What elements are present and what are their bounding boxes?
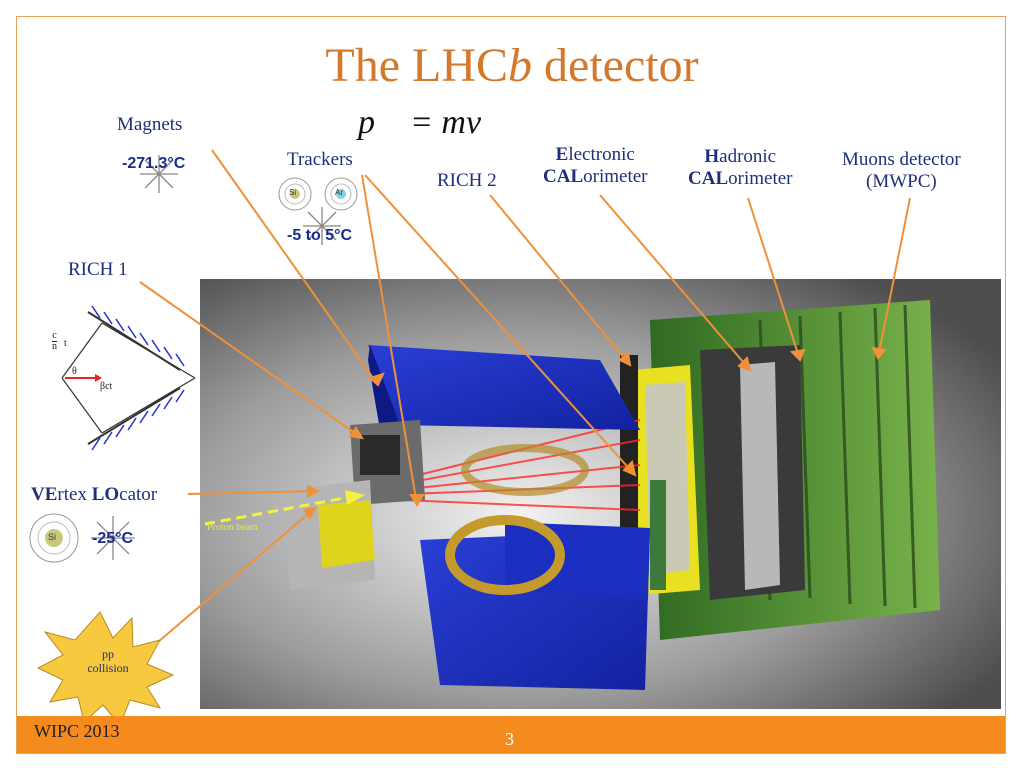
- cherenkov-photons: [91, 305, 185, 451]
- atom-label-si-velo: Si: [48, 532, 57, 542]
- ecal-block: [740, 362, 780, 590]
- proton-beam-line: [204, 495, 351, 526]
- temp-magnets: -271.3°C: [122, 155, 186, 172]
- snowflake-icon-magnets: [140, 155, 178, 193]
- label-magnets: Magnets: [117, 114, 183, 135]
- atom-label-si: Si: [289, 188, 297, 197]
- label-muons: Muons detector (MWPC): [842, 149, 961, 192]
- snowflake-icon-velo: [91, 516, 135, 560]
- cherenkov-beta-ct: βct: [100, 381, 113, 392]
- slide-frame: [16, 16, 1006, 754]
- temp-trackers: -5 to 5°C: [287, 227, 353, 244]
- pointer-arrows: [139, 149, 911, 643]
- atom-label-ar: Ar: [335, 188, 343, 197]
- label-velo: VErtex LOcator: [31, 484, 158, 505]
- snowflake-icon-trackers: [303, 207, 341, 245]
- footer-bar: [17, 716, 1005, 753]
- cherenkov-t: t: [64, 338, 67, 349]
- slide-title: The LHCb detector: [325, 39, 699, 92]
- label-ecal: Electronic CALorimeter: [543, 144, 648, 187]
- label-pp-collision: pp collision: [87, 647, 129, 675]
- label-hcal: Hadronic CALorimeter: [688, 146, 793, 189]
- silicon-atom-icon-trackers: [278, 177, 312, 211]
- footer-conference: WIPC 2013: [34, 721, 120, 741]
- temp-velo: -25°C: [92, 530, 134, 547]
- argon-atom-icon-trackers: [324, 177, 358, 211]
- momentum-formula: p⃗ = mv⃗: [358, 104, 508, 141]
- label-trackers: Trackers: [287, 149, 353, 170]
- slide-number: 3: [505, 729, 514, 749]
- label-rich2: RICH 2: [437, 170, 497, 191]
- label-rich1: RICH 1: [68, 259, 128, 280]
- magnet-coil: [445, 515, 565, 595]
- silicon-atom-icon-velo: [29, 513, 79, 563]
- magnet-upper: [368, 345, 640, 430]
- cherenkov-theta: θ: [72, 366, 77, 377]
- cherenkov-diagram: [61, 311, 196, 445]
- label-proton-beam: Proton beam: [207, 522, 258, 533]
